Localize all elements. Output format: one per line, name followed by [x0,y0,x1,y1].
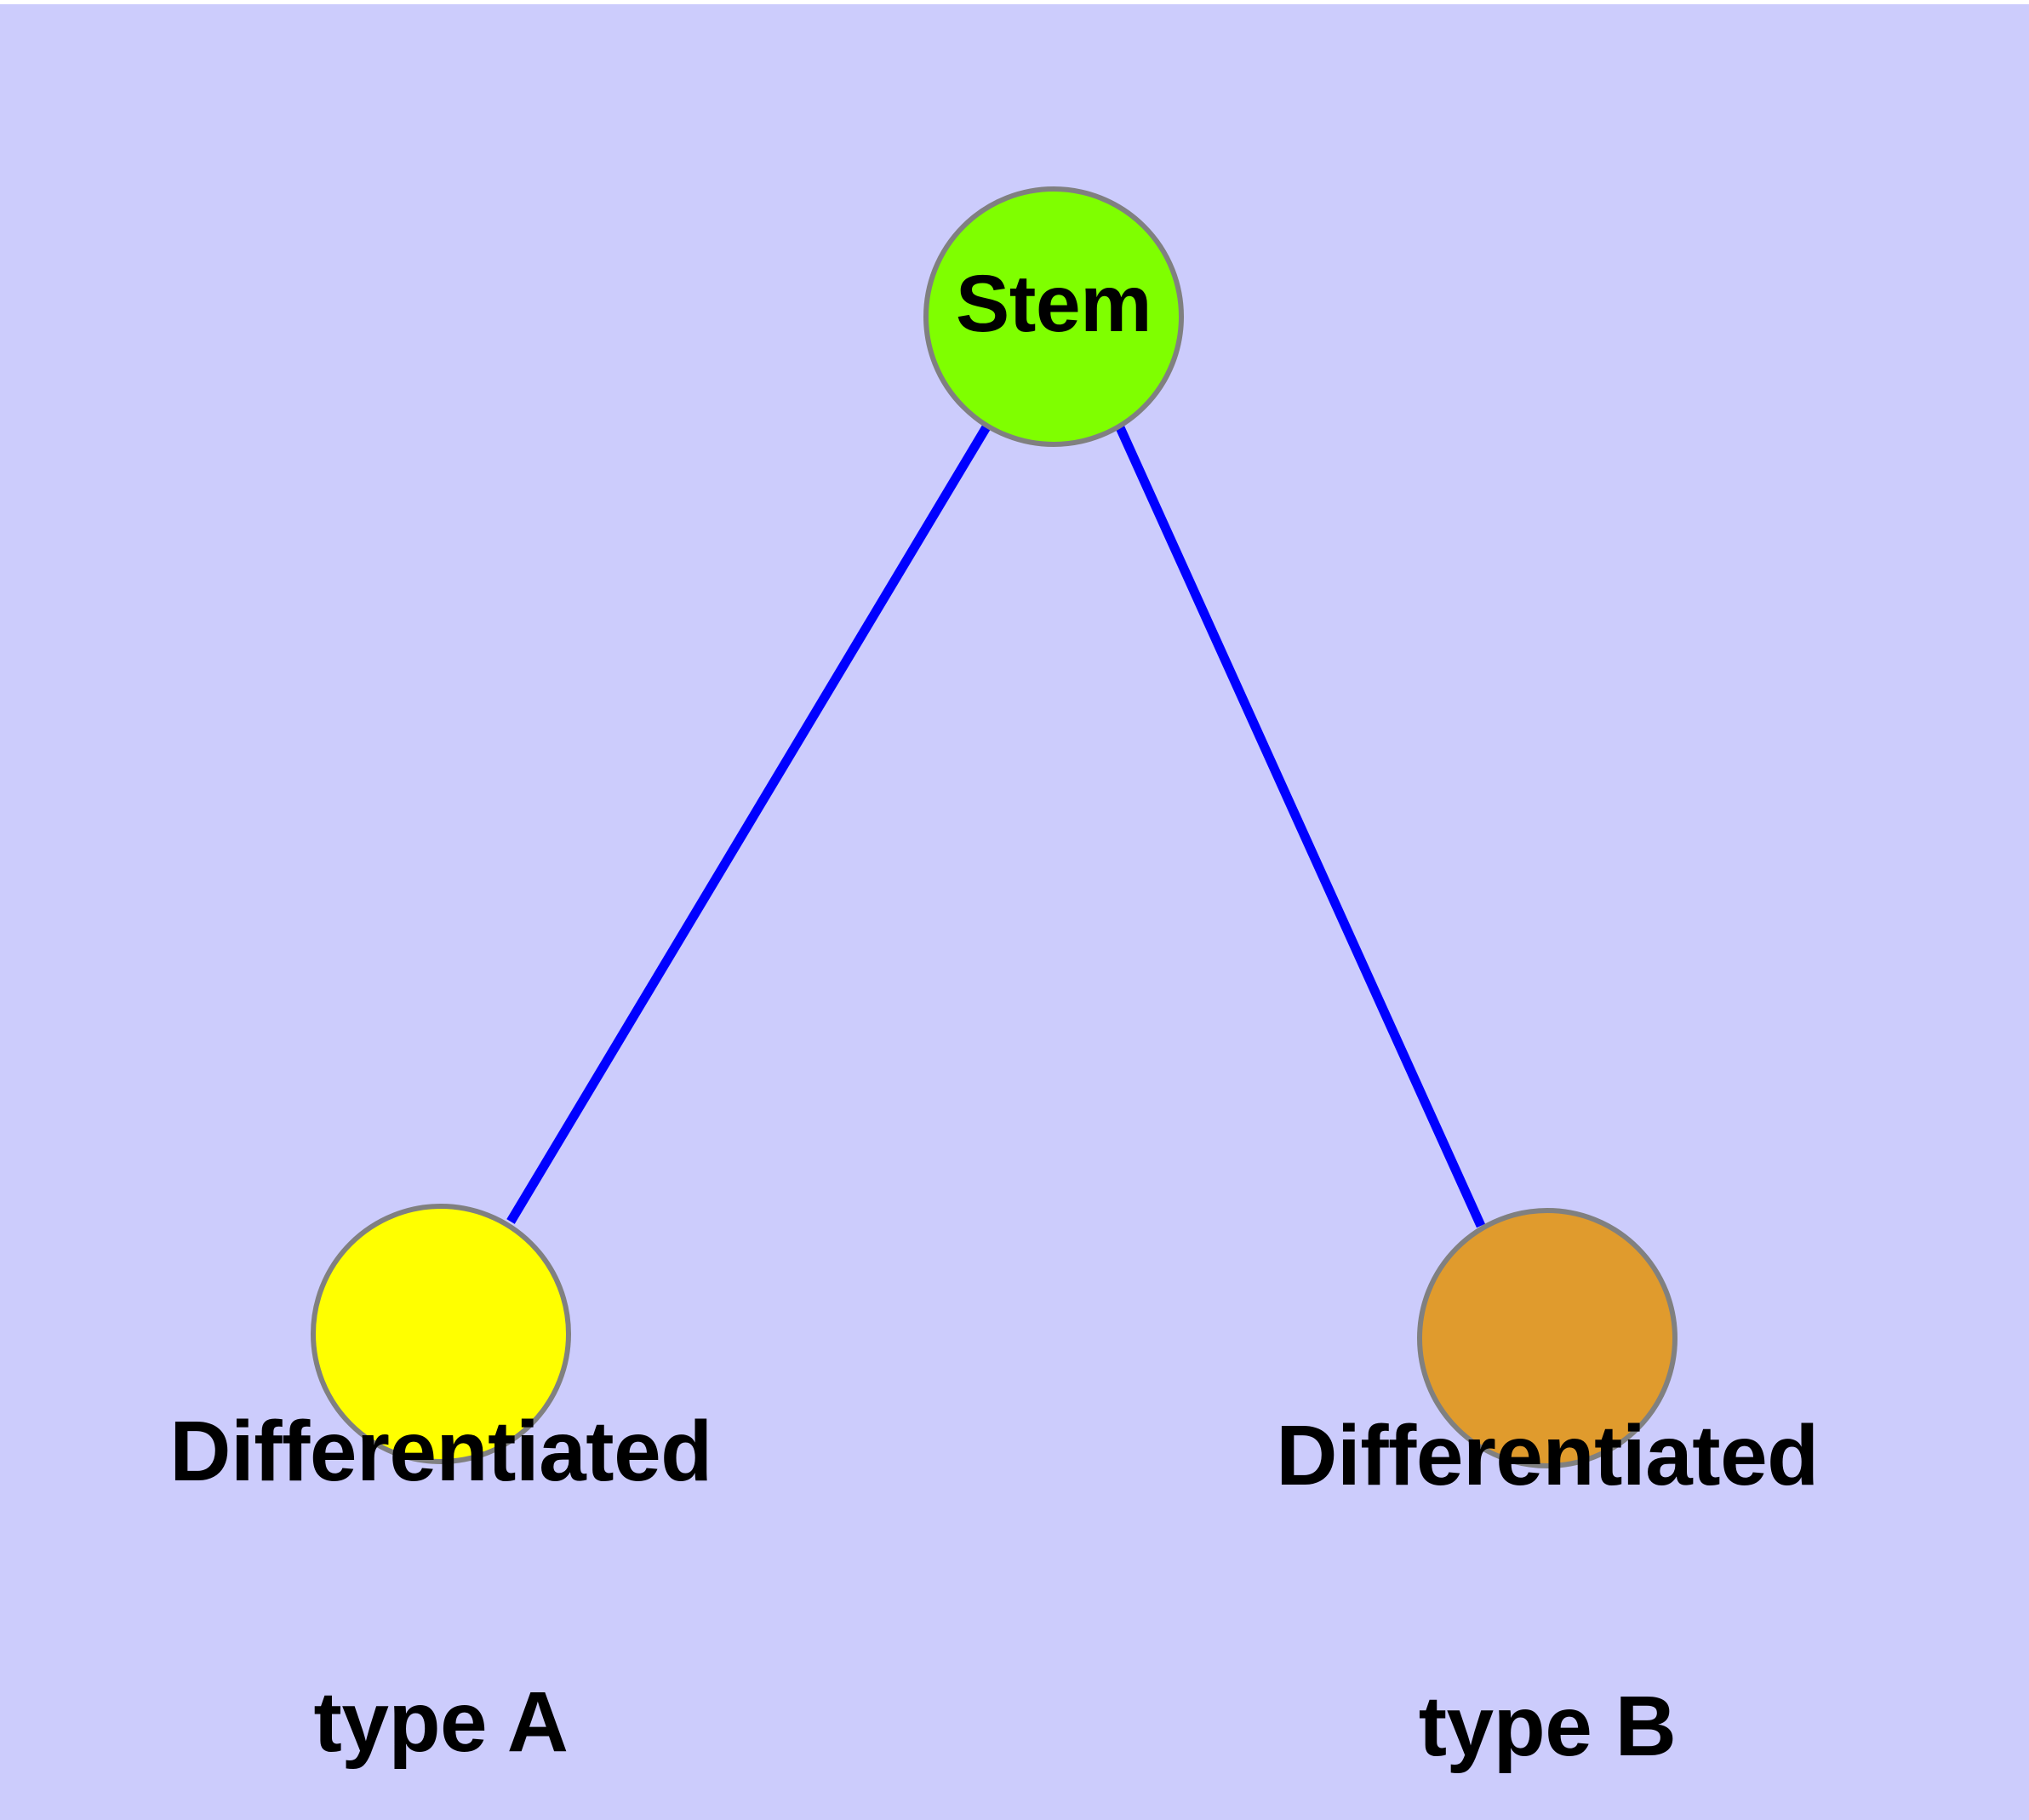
node-circle-stem[interactable] [923,186,1184,447]
node-circle-differentiated-type-a[interactable] [311,1204,571,1464]
edge-stem-to-differentiated-type-a [506,423,992,1224]
node-circle-differentiated-type-b[interactable] [1417,1208,1677,1468]
edge-stem-to-differentiated-type-b [1114,423,1486,1228]
